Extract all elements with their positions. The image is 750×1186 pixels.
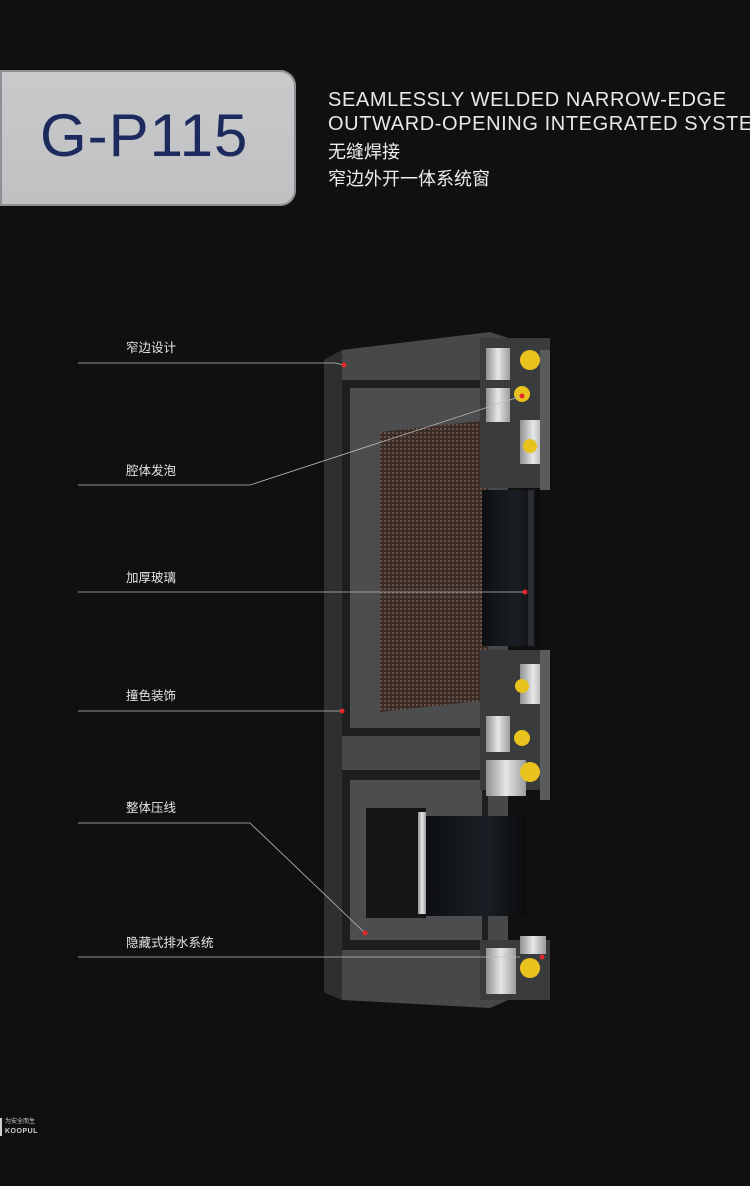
lower-opening xyxy=(366,808,426,918)
yellow-gaskets xyxy=(514,350,540,978)
title-english-line-1: SEAMLESSLY WELDED NARROW-EDGE xyxy=(328,89,727,111)
callout-narrow-edge-design: 窄边设计 xyxy=(126,340,177,355)
title-chinese-line-1: 无缝焊接 xyxy=(328,142,400,163)
model-code: G-P115 xyxy=(40,102,249,169)
callout-leader-lines xyxy=(78,362,525,958)
callout-markers xyxy=(339,362,545,960)
fly-screen-mesh xyxy=(380,420,488,712)
callout-hidden-drainage: 隐藏式排水系统 xyxy=(126,935,214,950)
callout-thick-glass: 加厚玻璃 xyxy=(126,570,177,585)
callout-contrast-color-trim: 撞色装饰 xyxy=(126,688,177,703)
title-chinese-line-2: 窄边外开一体系统窗 xyxy=(328,169,490,190)
brand-tagline: 为安全而生 xyxy=(5,1119,36,1125)
brand-name: KOOPUL xyxy=(5,1128,38,1135)
callout-integral-bead: 整体压线 xyxy=(126,800,177,815)
title-english: SEAMLESSLY WELDED NARROW-EDGE OUTWARD-OP… xyxy=(328,88,750,136)
glazing-bead xyxy=(418,812,426,914)
title-english-line-2: OUTWARD-OPENING INTEGRATED SYSTEM xyxy=(328,113,750,135)
brand-mark-icon xyxy=(0,1118,2,1136)
callout-cavity-foaming: 腔体发泡 xyxy=(126,463,177,478)
profile-chambers xyxy=(480,338,550,1000)
model-badge: G-P115 xyxy=(0,70,296,206)
title-chinese: 无缝焊接 窄边外开一体系统窗 xyxy=(328,139,490,193)
